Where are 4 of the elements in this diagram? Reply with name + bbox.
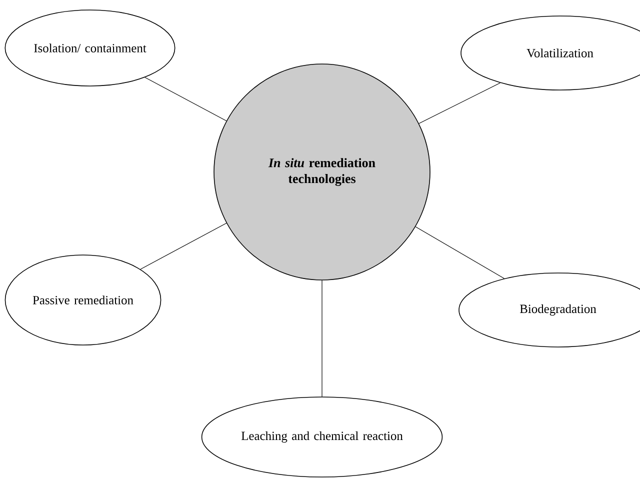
connector-line [415,226,505,279]
connector-line [144,77,227,122]
connector-line [140,222,227,270]
connector-line [418,82,501,124]
